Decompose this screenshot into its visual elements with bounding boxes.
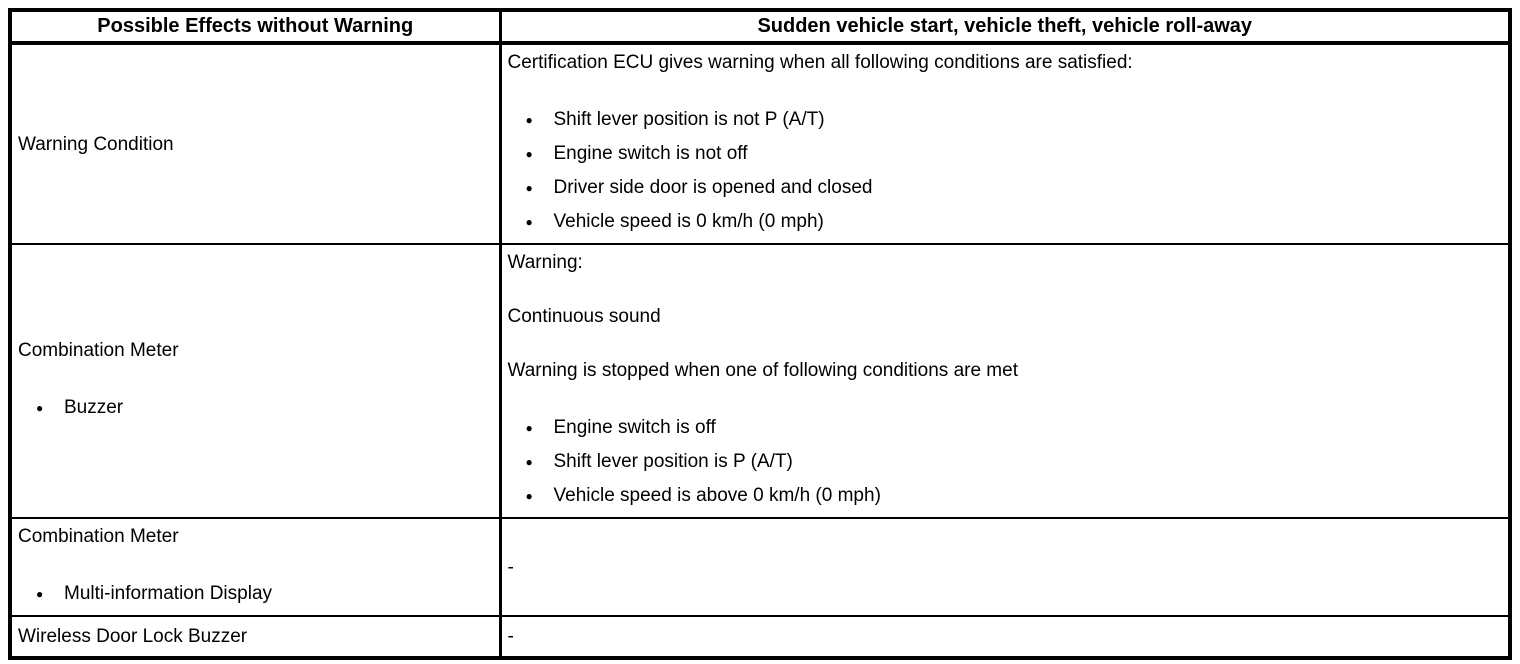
row-label: Combination Meter (18, 340, 179, 361)
table-row: Wireless Door Lock Buzzer - (9, 615, 1511, 659)
cell-buzzer-warning-content: Warning: Continuous sound Warning is sto… (499, 243, 1511, 519)
cell-wireless-door-lock-buzzer-label: Wireless Door Lock Buzzer (9, 615, 502, 659)
table-row: Combination Meter ● Buzzer Warning: Conti… (9, 243, 1511, 519)
bullet-text: Engine switch is not off (553, 143, 748, 164)
bullet-text: Buzzer (64, 397, 124, 418)
bullet-text: Vehicle speed is 0 km/h (0 mph) (553, 211, 824, 232)
bullet-icon: ● (525, 113, 533, 127)
list-item: ● Shift lever position is not P (A/T) (508, 103, 1503, 137)
list-item: ● Engine switch is not off (508, 137, 1503, 171)
table-row: Combination Meter ● Multi-information Dis… (9, 517, 1511, 617)
bullet-text: Driver side door is opened and closed (553, 177, 873, 198)
list-item: ● Engine switch is off (508, 411, 1503, 445)
bullet-text: Vehicle speed is above 0 km/h (0 mph) (553, 485, 881, 506)
list-item: ● Multi-information Display (18, 577, 493, 611)
row-label: Combination Meter (18, 526, 179, 547)
stop-condition-intro-text: Warning is stopped when one of following… (507, 360, 1018, 381)
list-item: ● Buzzer (18, 391, 493, 425)
bullet-icon: ● (525, 215, 533, 229)
bullet-icon: ● (525, 181, 533, 195)
bullet-text: Multi-information Display (64, 583, 273, 604)
bullet-text: Shift lever position is P (A/T) (553, 451, 793, 472)
cell-warning-condition-label: Warning Condition (9, 42, 502, 245)
bullet-icon: ● (525, 489, 533, 503)
list-item: ● Driver side door is opened and closed (508, 171, 1503, 205)
sound-type-text: Continuous sound (507, 306, 661, 327)
table-header-row: Possible Effects without Warning Sudden … (9, 9, 1511, 45)
bullet-text: Engine switch is off (553, 417, 716, 438)
list-item: ● Vehicle speed is 0 km/h (0 mph) (508, 205, 1503, 239)
effects-warning-table: Possible Effects without Warning Sudden … (8, 8, 1512, 660)
bullet-icon: ● (36, 401, 44, 415)
header-warning-description: Sudden vehicle start, vehicle theft, veh… (499, 9, 1511, 45)
cell-multi-information-display-label: Combination Meter ● Multi-information Dis… (9, 517, 502, 617)
dash-value: - (507, 626, 514, 647)
bullet-text: Shift lever position is not P (A/T) (553, 109, 825, 130)
cell-wireless-door-lock-buzzer-content: - (499, 615, 1511, 659)
row-label: Warning Condition (18, 133, 174, 155)
cell-multi-information-display-content: - (499, 517, 1511, 617)
bullet-icon: ● (525, 147, 533, 161)
bullet-icon: ● (36, 587, 44, 601)
list-item: ● Shift lever position is P (A/T) (508, 445, 1503, 479)
table-row: Warning Condition Certification ECU give… (9, 42, 1511, 245)
warning-heading-text: Warning: (507, 252, 583, 273)
cell-combination-meter-buzzer-label: Combination Meter ● Buzzer (9, 243, 502, 519)
row-label: Wireless Door Lock Buzzer (18, 626, 248, 647)
bullet-icon: ● (525, 421, 533, 435)
list-item: ● Vehicle speed is above 0 km/h (0 mph) (508, 479, 1503, 513)
bullet-icon: ● (525, 455, 533, 469)
cell-warning-condition-content: Certification ECU gives warning when all… (499, 42, 1511, 245)
dash-value: - (507, 556, 514, 578)
condition-intro-text: Certification ECU gives warning when all… (507, 52, 1133, 73)
header-possible-effects: Possible Effects without Warning (9, 9, 502, 45)
